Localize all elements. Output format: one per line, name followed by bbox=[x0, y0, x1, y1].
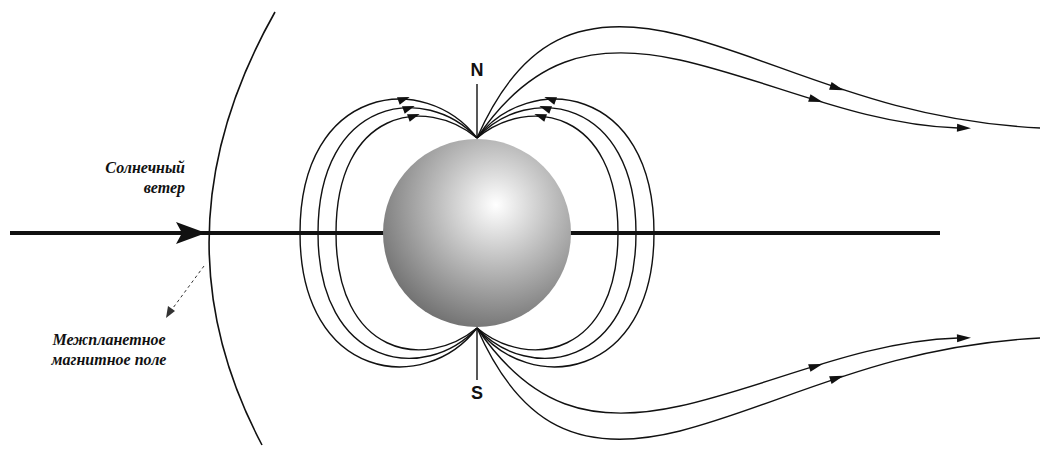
field-arrowhead bbox=[407, 110, 421, 122]
tail-field-line bbox=[477, 53, 958, 138]
field-arrowhead bbox=[957, 124, 971, 132]
pole-tick bbox=[476, 328, 477, 380]
tail-field-line bbox=[477, 328, 1040, 439]
bow-shock-curve bbox=[209, 12, 275, 445]
solar-wind-label: Солнечный ветер bbox=[85, 158, 185, 198]
field-arrowhead bbox=[538, 102, 552, 114]
pointer-line bbox=[170, 266, 204, 312]
field-arrowhead bbox=[829, 82, 845, 94]
tail-field-line bbox=[477, 27, 1040, 138]
field-arrowhead bbox=[808, 360, 824, 372]
pole-label: S bbox=[471, 383, 483, 403]
field-arrowhead bbox=[808, 94, 824, 106]
field-arrowhead bbox=[543, 93, 557, 105]
field-arrowhead bbox=[402, 102, 416, 114]
solar-wind-arrowhead bbox=[176, 222, 206, 244]
field-arrowhead bbox=[533, 110, 547, 122]
pointer-arrowhead bbox=[166, 306, 175, 318]
dipole-field-lines bbox=[300, 27, 1040, 440]
field-arrowhead bbox=[957, 334, 971, 342]
pole-tick bbox=[476, 84, 477, 138]
pole-label: N bbox=[471, 60, 484, 80]
earth-sphere bbox=[383, 139, 571, 327]
field-label: Межпланетное магнитное поле bbox=[14, 330, 204, 370]
tail-field-line bbox=[477, 328, 958, 413]
field-arrowhead bbox=[397, 93, 411, 105]
field-arrowhead bbox=[829, 372, 845, 384]
